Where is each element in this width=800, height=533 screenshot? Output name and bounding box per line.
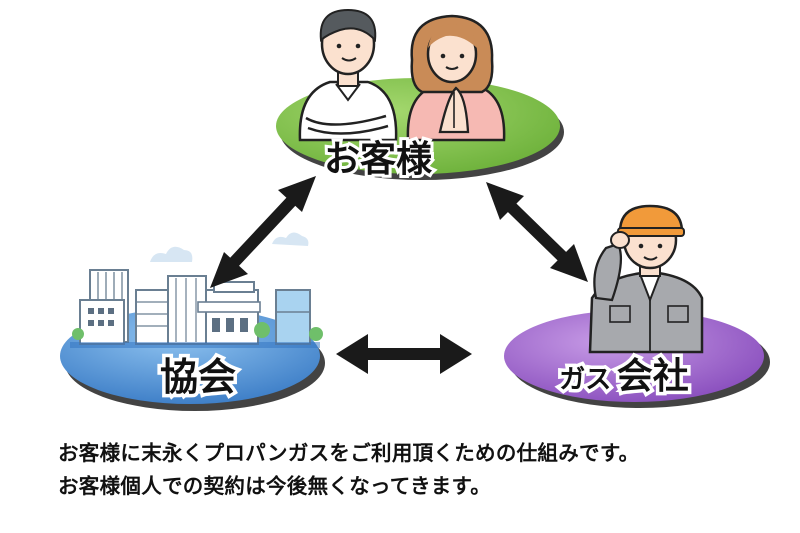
customer-label: お客様: [324, 139, 433, 180]
caption-line-2: お客様個人での契約は今後無くなってきます。: [58, 474, 492, 498]
gas-company-label: ガス 会社: [559, 356, 689, 397]
company-label-large: 会社: [617, 356, 689, 397]
arrow-association-gas-company: [336, 334, 472, 374]
gas-company-node: ガス 会社: [504, 204, 770, 408]
association-label: 協会: [160, 355, 236, 399]
arrow-customer-association: [210, 176, 316, 288]
man-arms-crossed-icon: [298, 8, 398, 142]
city-buildings-icon: [70, 232, 323, 348]
caption-line-1: お客様に末永くプロパンガスをご利用頂くための仕組みです。: [58, 441, 640, 465]
association-node: 協会: [60, 232, 325, 411]
arrow-customer-gas-company: [486, 182, 588, 282]
gas-label-small: ガス: [559, 365, 611, 395]
worker-helmet-icon: [588, 204, 704, 354]
customer-node: お客様: [276, 8, 564, 183]
woman-praying-icon: [406, 14, 506, 142]
